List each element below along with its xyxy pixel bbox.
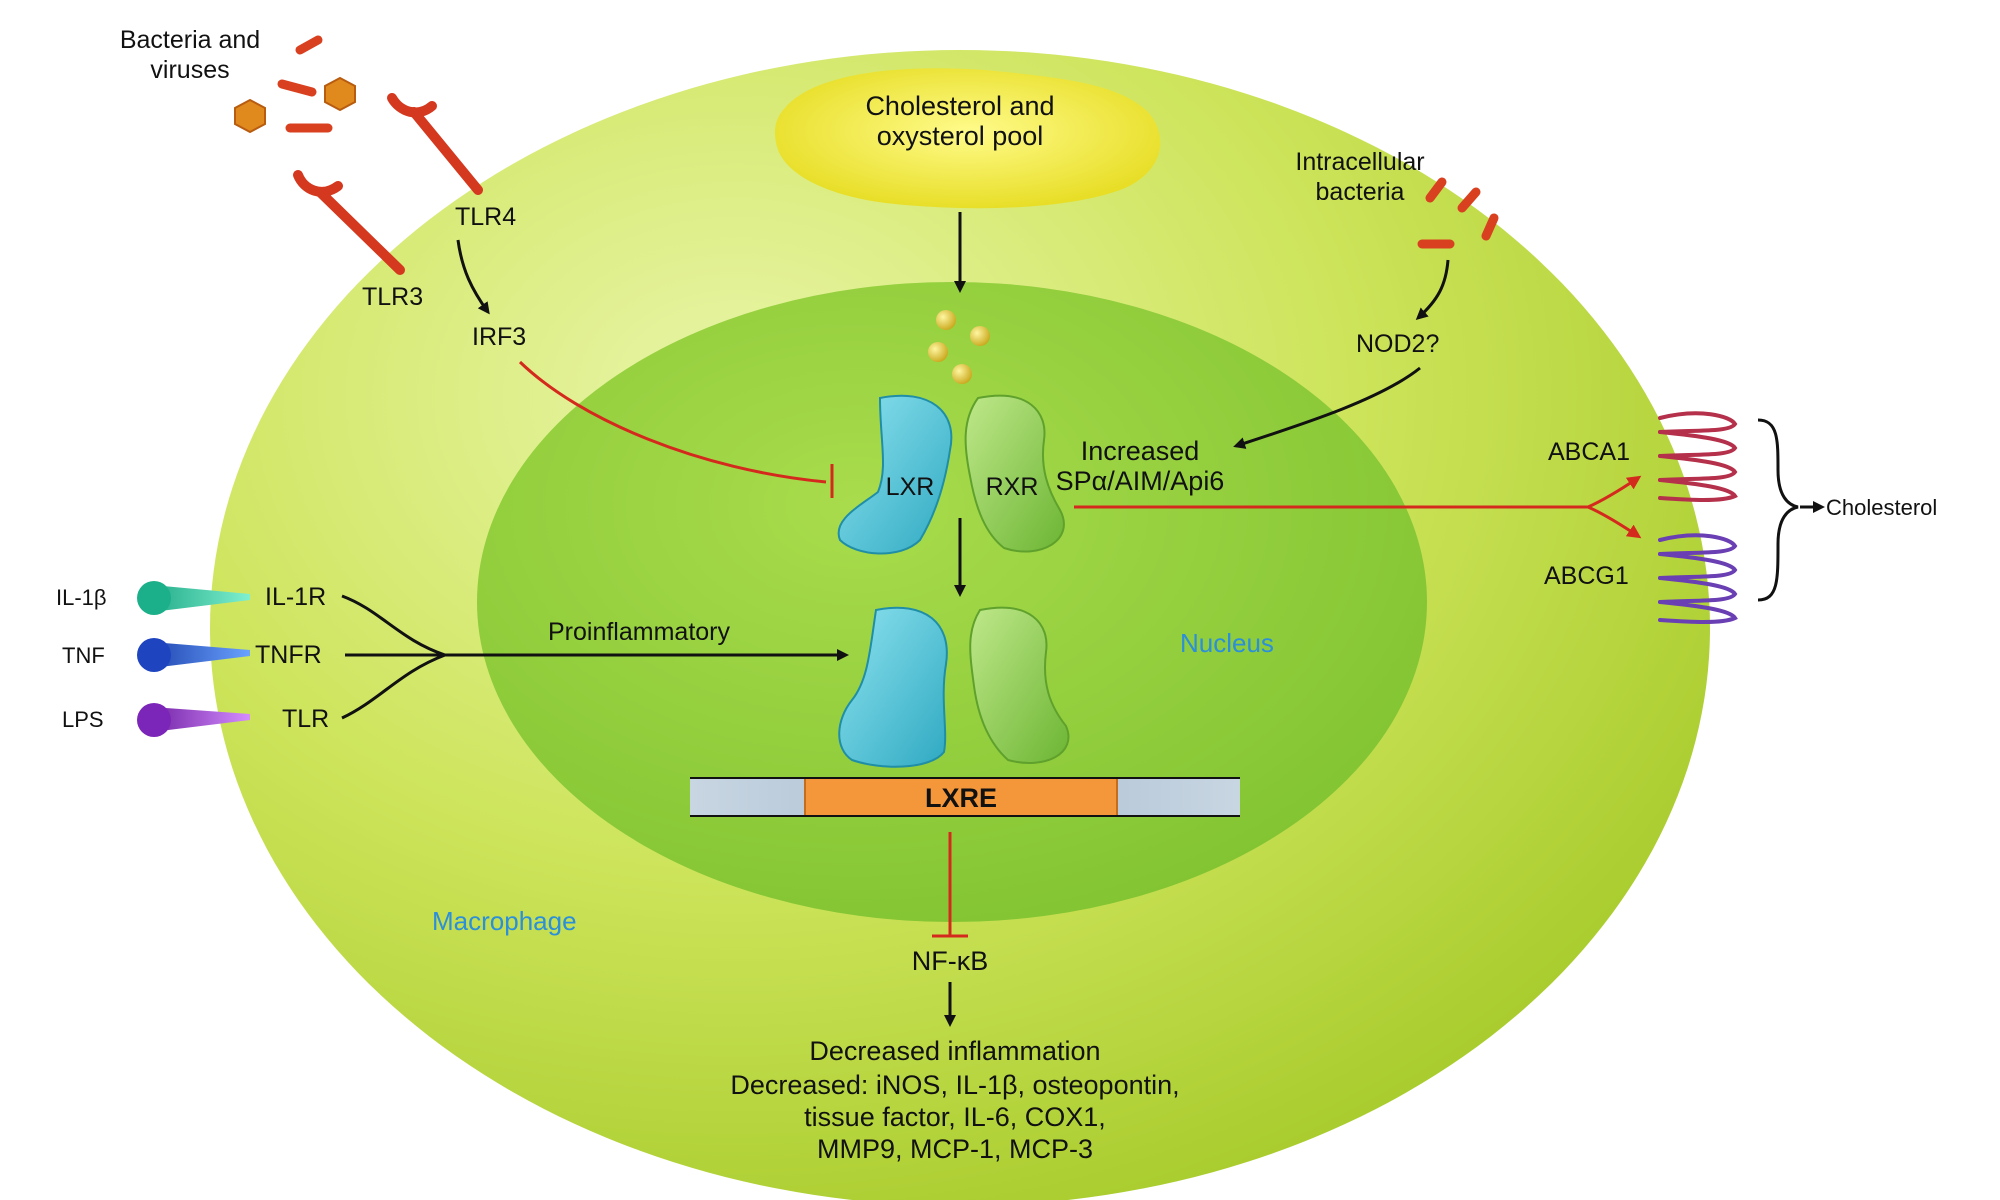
cytokine-ligand-icon [137,581,250,737]
abcg1-label: ABCG1 [1544,562,1629,590]
lxre-label: LXRE [925,783,997,813]
proinflammatory-label: Proinflammatory [548,618,730,646]
abca1-label: ABCA1 [1548,438,1630,466]
lxr-subunit [837,394,953,555]
pool-label-line2: oxysterol pool [877,121,1044,151]
virus-icon [234,76,356,134]
macrophage-label: Macrophage [432,906,577,936]
rxr-label: RXR [986,473,1039,501]
nucleus [477,282,1427,922]
tlr-to-irf3-arrow [456,239,490,315]
il1b-ligand-label: IL-1β [56,585,107,610]
increased-label-line1: Increased [1081,436,1200,466]
rxr-bound-subunit [969,606,1070,764]
lxr-bound-subunit [838,606,948,768]
tnf-ligand-label: TNF [62,643,105,668]
nod2-label: NOD2? [1356,330,1439,358]
cholesterol-label: Cholesterol [1826,495,1937,520]
tlr-label: TLR [282,705,329,733]
abca1-induction-arrow [1587,475,1642,509]
rxr-subunit [964,394,1065,553]
nod2-to-increased-arrow [1233,366,1421,449]
increased-label-line2: SPα/AIM/Api6 [1056,466,1225,496]
nfkb-label: NF-κB [912,946,989,976]
bacteria-icon [277,35,333,133]
transporter-loop-icon [1658,533,1738,624]
bacteria-viruses-label-line2: viruses [150,56,229,84]
decreased-inflammation-label: Decreased inflammation [809,1036,1100,1066]
tnfr-label: TNFR [255,641,322,669]
bacteria-icon [1417,177,1499,249]
decreased-list-line1: Decreased: iNOS, IL-1β, osteopontin, [730,1070,1179,1100]
lxr-label: LXR [886,473,935,501]
tlr4-label: TLR4 [455,203,516,231]
bacteria-to-nod2-arrow [1415,259,1450,321]
intracellular-label-line2: bacteria [1316,178,1405,206]
bacteria-viruses-label-line1: Bacteria and [120,26,260,54]
sterol-pool-blob [774,68,1161,209]
abcg1-induction-arrow [1587,505,1642,539]
decreased-list-line3: MMP9, MCP-1, MCP-3 [817,1134,1093,1164]
dna-strand [690,777,1240,817]
sterol-ligand-icon [928,310,990,384]
nucleus-label: Nucleus [1180,628,1274,658]
intracellular-label-line1: Intracellular [1295,148,1424,176]
transporter-brace [1757,418,1799,602]
irf3-label: IRF3 [472,323,526,351]
irf3-inhibits-lxr [518,360,827,484]
transporter-loop-icon [1658,411,1738,502]
il1r-label: IL-1R [265,583,326,611]
tlr3-label: TLR3 [362,283,423,311]
decreased-list-line2: tissue factor, IL-6, COX1, [804,1102,1106,1132]
tlr-receptor-icon [293,93,483,275]
lps-ligand-label: LPS [62,707,104,732]
pool-label-line1: Cholesterol and [865,91,1054,121]
lxre-element [804,777,1118,817]
proinflammatory-convergence [341,594,446,720]
